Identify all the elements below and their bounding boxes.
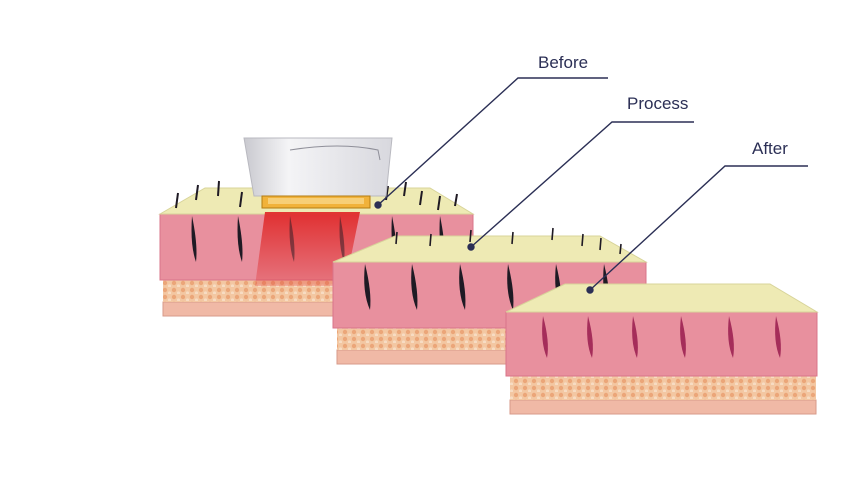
label-after: After [752,139,788,159]
pointer-dot-after [587,287,593,293]
leader-line-before [378,78,608,205]
pointer-dot-before [375,202,381,208]
laser-device [244,138,392,208]
pointer-dot-process [468,244,474,250]
leader-line-process [471,122,694,247]
label-before: Before [538,53,588,73]
label-process: Process [627,94,688,114]
skin-block-after [506,284,817,414]
